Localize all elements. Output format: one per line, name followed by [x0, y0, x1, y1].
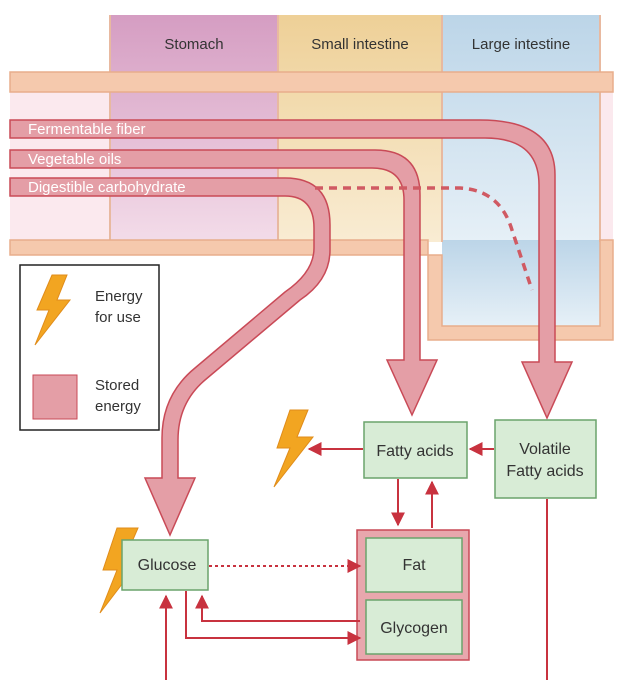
fatty-acids-box	[363, 421, 468, 479]
lumen-right	[600, 92, 613, 242]
arrow-glucose-to-glycogen	[185, 591, 362, 645]
pathway-digestible-carbohydrate	[9, 177, 331, 537]
connector-arrows	[159, 442, 548, 680]
energy-bolt-icon	[34, 274, 72, 346]
glycogen-box	[365, 599, 463, 655]
arrow-glycogen-to-glucose	[195, 594, 360, 622]
large-intestine-label: Large intestine	[472, 36, 570, 53]
glycogen-label: Glycogen	[380, 620, 448, 637]
legend-stored-line1: Stored	[95, 377, 139, 394]
glucose-box	[121, 539, 209, 591]
vegetable-oils-label: Vegetable oils	[28, 151, 121, 168]
legend-energy-line2: for use	[95, 309, 141, 326]
fermentation-dashed-path	[315, 186, 534, 291]
digestible-carbohydrate-label: Digestible carbohydrate	[28, 179, 186, 196]
stored-energy-swatch	[32, 374, 78, 420]
stomach-label: Stomach	[164, 36, 223, 53]
legend: Energy for use Stored energy	[19, 264, 160, 431]
pathway-vegetable-oils	[9, 149, 439, 417]
fermentable-fiber-label: Fermentable fiber	[28, 121, 146, 138]
volatile-fatty-acids-box	[494, 419, 597, 499]
fatty-acids-label: Fatty acids	[376, 443, 453, 460]
volatile-label-line2: Fatty acids	[506, 463, 583, 480]
legend-energy-line1: Energy	[95, 288, 143, 305]
energy-bolt-icon	[99, 527, 144, 614]
fat-box	[365, 537, 463, 593]
volatile-label-line1: Volatile	[519, 441, 571, 458]
pathway-fermentable-fiber	[9, 119, 574, 420]
energy-bolt-icon	[273, 409, 315, 488]
gut-wall-top	[9, 71, 614, 93]
legend-stored-line2: energy	[95, 398, 141, 415]
glucose-label: Glucose	[138, 557, 197, 574]
fat-label: Fat	[402, 557, 426, 574]
small-intestine-label: Small intestine	[311, 36, 409, 53]
